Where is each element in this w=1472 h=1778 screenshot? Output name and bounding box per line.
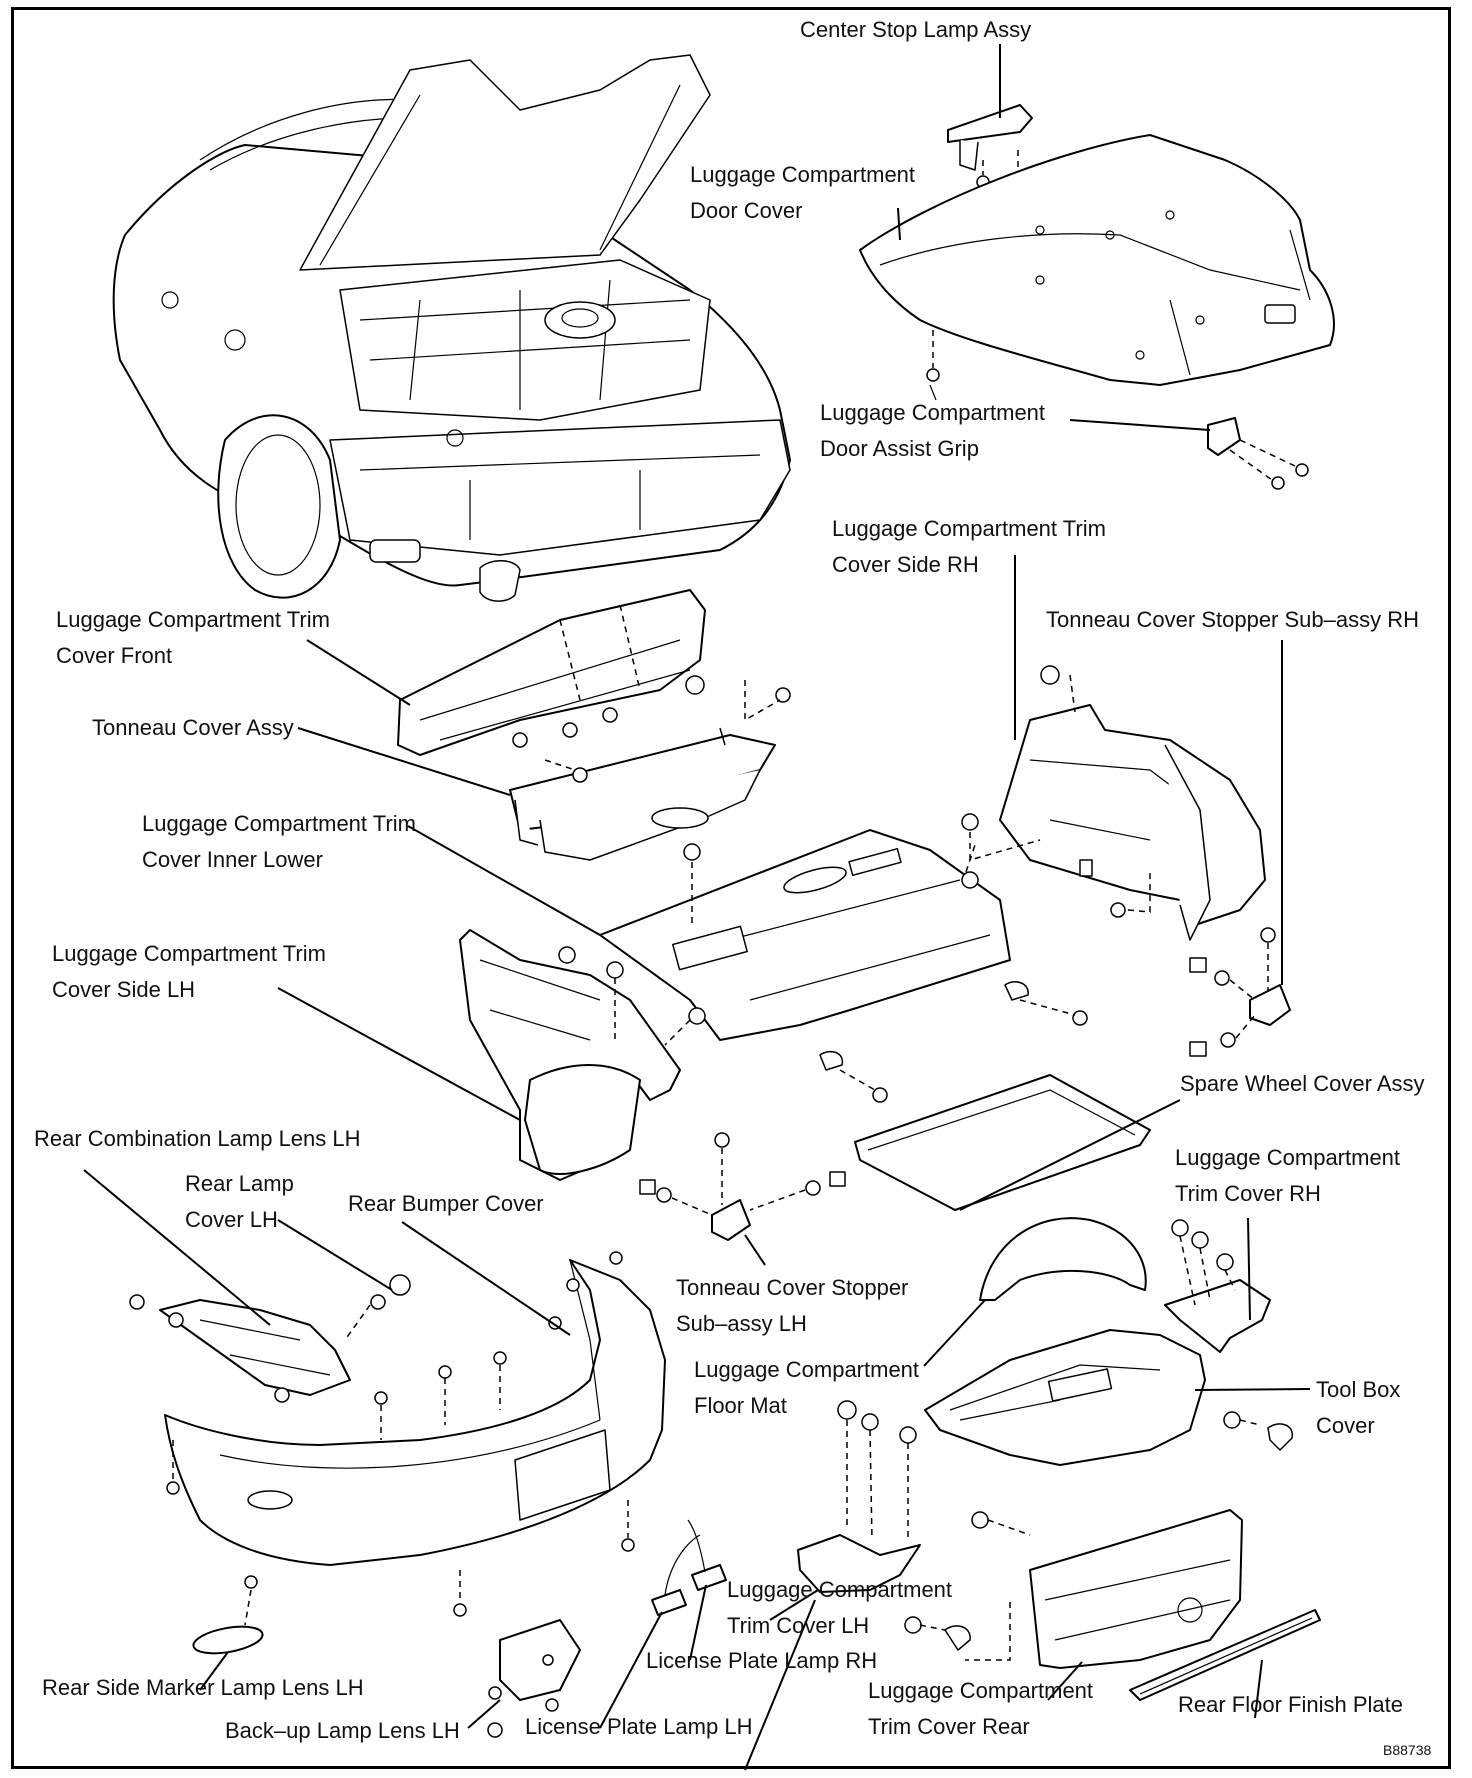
label-license-plate-lamp-lh: License Plate Lamp LH — [525, 1709, 752, 1745]
label-line: Trim Cover RH — [1175, 1181, 1321, 1206]
label-trim-cover-side-lh: Luggage Compartment Trim Cover Side LH — [52, 936, 326, 1008]
label-tool-box-cover: Tool Box Cover — [1316, 1372, 1400, 1444]
diagram-frame — [11, 7, 1451, 1769]
label-line: Tonneau Cover Stopper Sub–assy RH — [1046, 607, 1419, 632]
label-rear-bumper-cover: Rear Bumper Cover — [348, 1186, 544, 1222]
rear-combination-lamp-part — [129, 1274, 411, 1403]
label-backup-lamp-lens: Back–up Lamp Lens LH — [225, 1713, 460, 1749]
floor-mat-part — [854, 1074, 1151, 1211]
rear-floor-finish-plate-part — [1129, 1609, 1321, 1701]
label-tonneau-stopper-rh: Tonneau Cover Stopper Sub–assy RH — [1046, 602, 1419, 638]
label-floor-mat: Luggage Compartment Floor Mat — [694, 1352, 919, 1424]
label-tonneau-stopper-lh: Tonneau Cover Stopper Sub–assy LH — [676, 1270, 908, 1342]
label-line: Rear Bumper Cover — [348, 1191, 544, 1216]
label-line: Luggage Compartment — [727, 1577, 953, 1602]
trim-cover-rear-part — [904, 1509, 1243, 1669]
label-line: Cover Front — [56, 643, 173, 668]
figure-id: B88738 — [1383, 1742, 1432, 1758]
label-line: Floor Mat — [694, 1393, 787, 1418]
label-door-assist-grip: Luggage Compartment Door Assist Grip — [820, 395, 1045, 467]
label-line: Cover LH — [185, 1207, 278, 1232]
label-line: Tonneau Cover Stopper — [676, 1275, 909, 1300]
label-line: Door Assist Grip — [820, 436, 979, 461]
label-line: Luggage Compartment — [694, 1357, 920, 1382]
label-line: Luggage Compartment — [1175, 1145, 1401, 1170]
trim-cover-lh-part — [797, 1400, 921, 1593]
label-center-stop-lamp-assy: Center Stop Lamp Assy — [800, 12, 1031, 48]
label-tonneau-cover-assy: Tonneau Cover Assy — [92, 710, 294, 746]
label-line: Spare Wheel Cover Assy — [1180, 1071, 1425, 1096]
label-spare-wheel-cover-assy: Spare Wheel Cover Assy — [1180, 1066, 1425, 1102]
license-plate-lamps-part — [651, 1519, 727, 1616]
label-line: Door Cover — [690, 198, 803, 223]
trim-cover-side-lh-part — [459, 929, 706, 1181]
label-license-plate-lamp-rh: License Plate Lamp RH — [646, 1643, 877, 1679]
label-line: Tonneau Cover Assy — [92, 715, 294, 740]
label-line: Luggage Compartment — [868, 1678, 1094, 1703]
trim-cover-front-part — [397, 589, 791, 756]
label-line: Luggage Compartment — [690, 162, 916, 187]
tonneau-stopper-rh-part — [1189, 927, 1291, 1057]
label-trim-cover-lh: Luggage Compartment Trim Cover LH — [727, 1572, 952, 1644]
label-line: Luggage Compartment Trim — [832, 516, 1106, 541]
label-line: Cover Inner Lower — [142, 847, 323, 872]
door-cover-part — [859, 134, 1335, 401]
label-line: License Plate Lamp LH — [525, 1714, 753, 1739]
label-trim-cover-rear: Luggage Compartment Trim Cover Rear — [868, 1673, 1093, 1745]
tonneau-cover-part — [509, 727, 776, 861]
label-line: Cover — [1316, 1413, 1375, 1438]
label-line: Back–up Lamp Lens LH — [225, 1718, 460, 1743]
tonneau-stopper-lh-part — [639, 1132, 846, 1241]
trim-cover-inner-lower-part — [599, 829, 1088, 1103]
label-trim-cover-front: Luggage Compartment Trim Cover Front — [56, 602, 330, 674]
label-rear-floor-finish-plate: Rear Floor Finish Plate — [1178, 1687, 1403, 1723]
label-line: Luggage Compartment Trim — [52, 941, 326, 966]
label-line: Luggage Compartment Trim — [56, 607, 330, 632]
label-trim-cover-inner-lower: Luggage Compartment Trim Cover Inner Low… — [142, 806, 416, 878]
label-line: Cover Side RH — [832, 552, 979, 577]
label-line: Rear Lamp — [185, 1171, 294, 1196]
label-line: License Plate Lamp RH — [646, 1648, 878, 1673]
label-line: Rear Floor Finish Plate — [1178, 1692, 1403, 1717]
label-line: Center Stop Lamp Assy — [800, 17, 1032, 42]
label-line: Luggage Compartment Trim — [142, 811, 416, 836]
backup-lamp-part — [487, 1619, 581, 1738]
door-assist-grip-part — [1207, 417, 1309, 490]
trim-cover-side-rh-part — [961, 665, 1266, 941]
label-line: Rear Combination Lamp Lens LH — [34, 1126, 361, 1151]
car-body-illustration — [112, 54, 791, 602]
leader-lines — [83, 44, 1311, 1771]
rear-side-marker-part — [192, 1575, 264, 1655]
label-rear-side-marker-lamp-lens: Rear Side Marker Lamp Lens LH — [42, 1670, 364, 1706]
tool-box-cover-part — [924, 1329, 1293, 1466]
rear-bumper-cover-part — [164, 1251, 666, 1617]
label-rear-combination-lamp-lens: Rear Combination Lamp Lens LH — [34, 1121, 361, 1157]
label-line: Luggage Compartment — [820, 400, 1046, 425]
label-rear-lamp-cover: Rear Lamp Cover LH — [185, 1166, 294, 1238]
label-line: Tool Box — [1316, 1377, 1401, 1402]
label-line: Cover Side LH — [52, 977, 196, 1002]
label-line: Sub–assy LH — [676, 1311, 807, 1336]
trim-cover-rh-part — [1164, 1219, 1271, 1353]
spare-wheel-cover-part — [979, 1217, 1147, 1301]
label-line: Rear Side Marker Lamp Lens LH — [42, 1675, 364, 1700]
label-trim-cover-side-rh: Luggage Compartment Trim Cover Side RH — [832, 511, 1106, 583]
label-door-cover: Luggage Compartment Door Cover — [690, 157, 915, 229]
label-trim-cover-rh: Luggage Compartment Trim Cover RH — [1175, 1140, 1400, 1212]
label-line: Trim Cover Rear — [868, 1714, 1030, 1739]
label-line: Trim Cover LH — [727, 1613, 870, 1638]
